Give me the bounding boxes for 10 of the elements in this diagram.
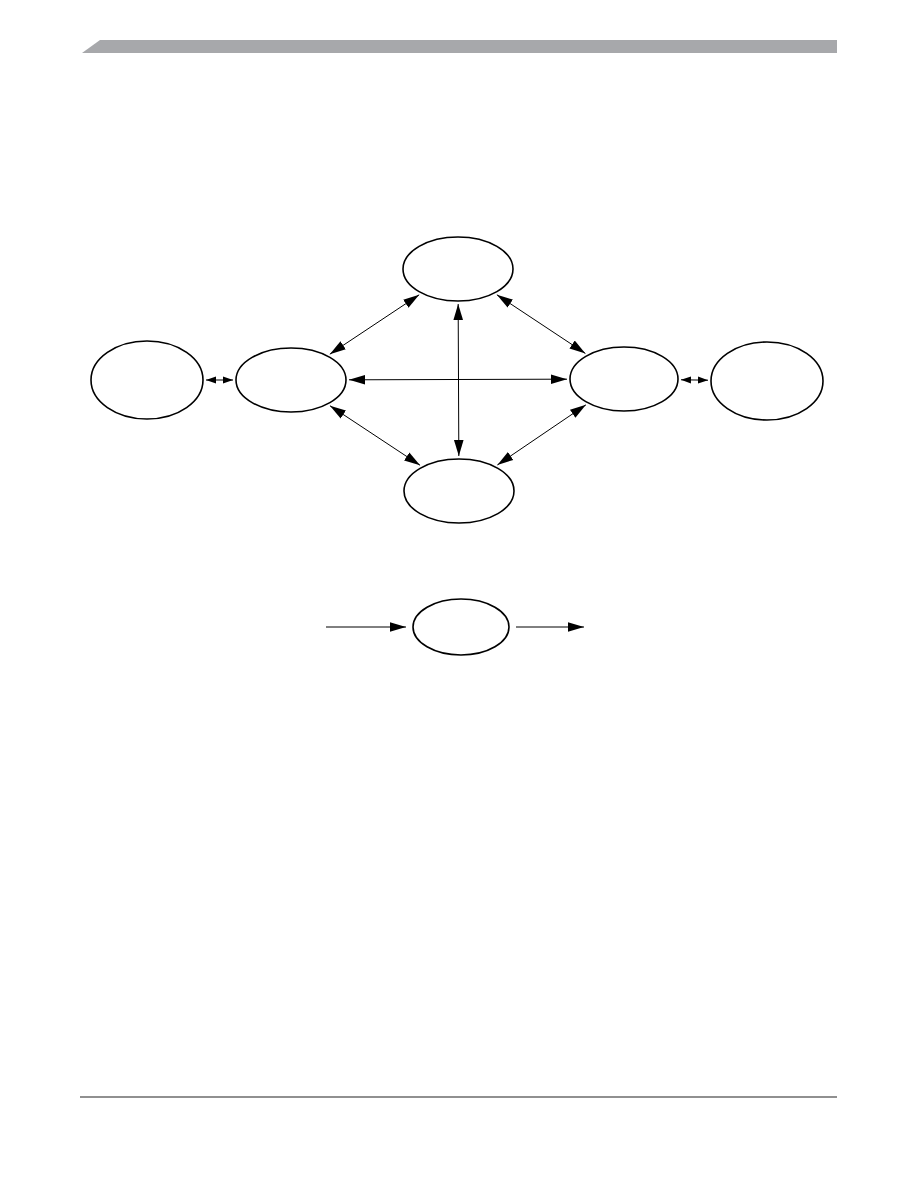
arrow bbox=[325, 622, 407, 632]
arrow bbox=[496, 404, 587, 466]
arrow bbox=[453, 303, 464, 457]
arrow bbox=[680, 376, 709, 384]
arrow bbox=[348, 374, 568, 385]
arrow bbox=[329, 294, 420, 355]
arrow bbox=[329, 405, 421, 466]
arrow bbox=[515, 622, 585, 632]
arrow bbox=[496, 294, 586, 354]
arrow bbox=[205, 376, 234, 384]
